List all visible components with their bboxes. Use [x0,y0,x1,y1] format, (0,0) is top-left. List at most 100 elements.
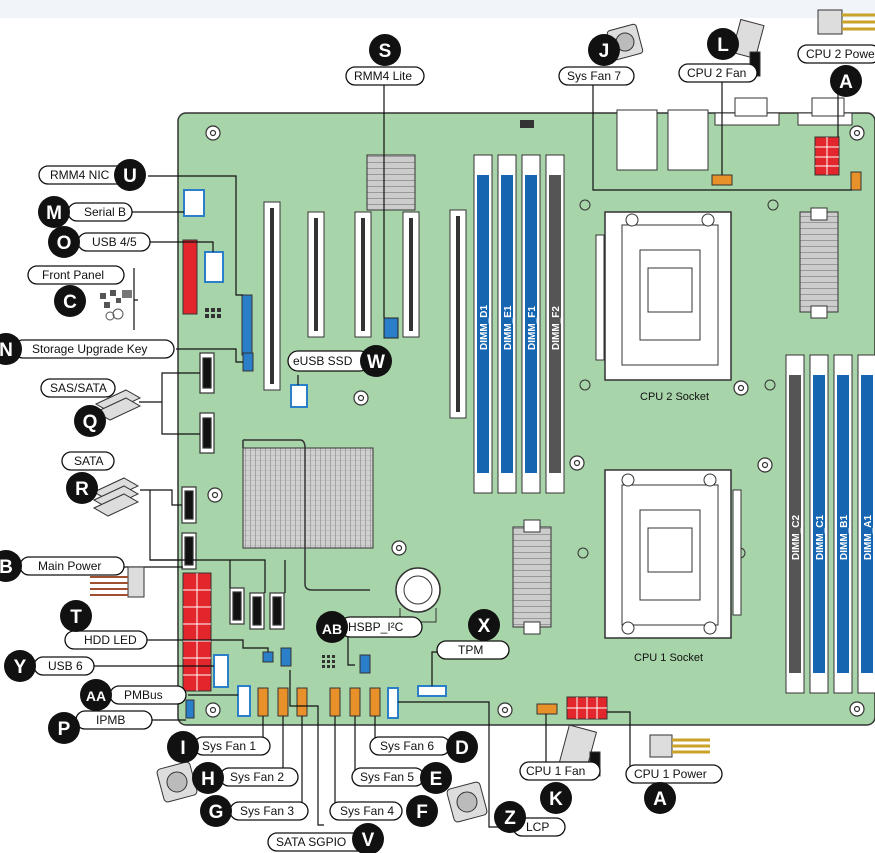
serial-b-header [183,189,205,217]
sas-cable-icon [94,389,142,421]
callout-A-top: A [839,72,853,93]
sas-sata-label: SAS/SATA [50,381,107,395]
sys-fan-6-label: Sys Fan 6 [380,739,434,753]
dimm-f2-label: DIMM_F2 [551,306,562,350]
lcp-header [387,687,399,719]
sys-fan-4-label: Sys Fan 4 [340,804,394,818]
vrm-heatsink-cpu1 [512,526,552,628]
hsbp-header [280,647,292,667]
cpu2-power-label: CPU 2 Power [806,47,875,61]
pch-heatsink [242,447,374,549]
sata-sgpio-label: SATA SGPIO [276,835,346,849]
cpu1-fan-label: CPU 1 Fan [526,764,585,778]
callout-AB: AB [322,621,342,637]
callout-S: S [379,41,392,62]
hsbp-i2c-header [359,654,371,674]
callout-R: R [75,479,89,500]
callout-Q: Q [83,412,98,433]
cpu2-fan-label: CPU 2 Fan [687,66,746,80]
led-block [520,120,534,128]
front-panel-header [182,239,198,315]
callout-A-bottom: A [653,789,667,810]
callout-B: B [0,557,13,578]
sys-fan-5-label: Sys Fan 5 [360,770,414,784]
callout-X: X [478,616,491,637]
cpu2-socket-label: CPU 2 Socket [640,391,709,403]
callout-U: U [123,166,137,187]
hsbp-i2c-label: HSBP_I²C [348,620,404,634]
label-pills [13,44,875,852]
usb45-header [204,251,224,283]
pci-slots [263,201,467,419]
front-panel-label: Front Panel [42,268,104,282]
callout-J: J [599,41,610,62]
callout-I: I [180,738,185,759]
esub-ssd-header [290,384,308,408]
callout-N: N [0,340,13,361]
callout-circles [0,28,862,853]
callout-O: O [57,233,72,254]
rmm4-nic-header [241,294,253,356]
callout-AA: AA [86,688,106,704]
storage-upgrade-key-label: Storage Upgrade Key [32,342,147,356]
dimm-c2-label: DIMM_C2 [791,515,802,560]
usb-45-label: USB 4/5 [92,235,137,249]
esub-ssd-label: eUSB SSD [293,354,353,368]
ipmb-label: IPMB [96,713,125,727]
storage-key-header [242,352,254,372]
rmm4-connector [383,317,399,339]
mounting-holes [205,125,865,718]
usb-6-label: USB 6 [48,659,83,673]
sata-cable-icon [92,477,140,517]
tpm-label: TPM [458,643,483,657]
sata-connectors [181,352,285,630]
tpm-header [417,685,447,697]
callout-P: P [58,719,71,740]
pmbus-header [237,685,251,717]
cpu1-socket [604,469,742,639]
front-panel-cable-icon [100,290,132,321]
main-power-label: Main Power [38,559,101,573]
sys-fan-1-label: Sys Fan 1 [202,739,256,753]
ipmb-header [185,699,195,719]
sys-fan-2-label: Sys Fan 2 [230,770,284,784]
main-power-cable-icon [90,566,145,598]
callout-F: F [416,802,428,823]
callout-G: G [209,802,224,823]
serial-b-label: Serial B [84,205,126,219]
jumper-block [205,308,335,668]
vrm-heatsink-cpu2 [799,211,839,313]
dimm-c1-label: DIMM_C1 [815,515,826,560]
dimm-d1-label: DIMM_D1 [479,305,490,350]
callout-L: L [717,35,729,56]
callout-T: T [70,607,82,628]
callout-D: D [455,738,469,759]
callout-H: H [201,769,215,790]
cpu1-socket-label: CPU 1 Socket [634,652,703,664]
cpu2-socket [595,211,732,381]
fan-icon-sys-h [156,761,198,803]
usb6-header [213,654,229,688]
cpu1-power-label: CPU 1 Power [634,767,707,781]
dimm-group-right [785,354,875,694]
rmm4-heatsink [366,154,416,211]
callout-Z: Z [504,808,516,829]
top-strip [0,0,875,18]
sata-label: SATA [74,454,104,468]
callout-K: K [549,789,563,810]
hdd-led-header [262,651,274,663]
power-cable-icon-bottom [649,734,710,758]
callout-E: E [430,769,443,790]
callout-C: C [63,292,77,313]
sys-fan-3-label: Sys Fan 3 [240,804,294,818]
lcp-label: LCP [526,820,549,834]
pmbus-label: PMBus [124,688,163,702]
rmm4-nic-label: RMM4 NIC [50,168,110,182]
dimm-b1-label: DIMM_B1 [839,515,850,560]
dimm-group-left [473,154,565,494]
callout-W: W [367,352,385,373]
callout-Y: Y [14,657,27,678]
callout-M: M [46,203,62,224]
